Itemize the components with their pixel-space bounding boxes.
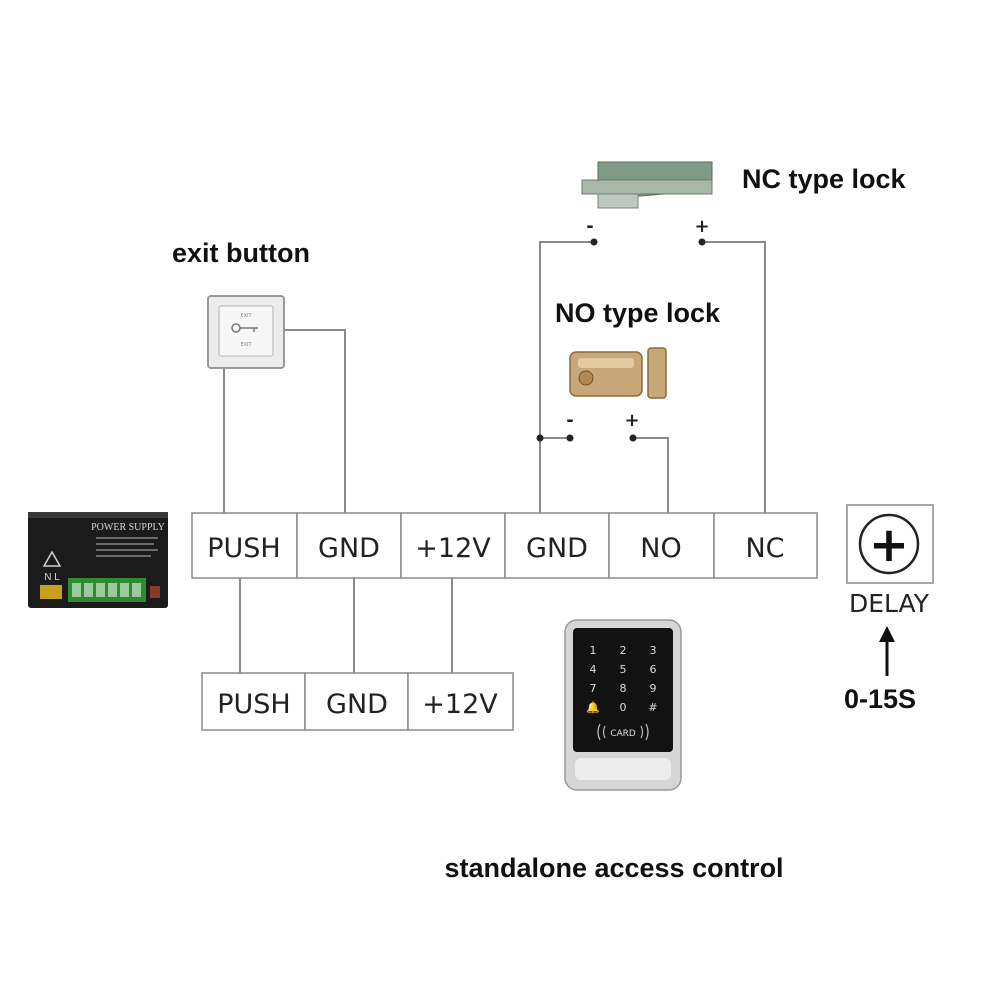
top-terminal-label: +12V xyxy=(415,533,491,564)
exit-plate-text: EXIT xyxy=(240,313,252,319)
terminal-screw xyxy=(96,583,105,597)
top-terminal-label: NO xyxy=(640,533,681,564)
wire-no-lock-plus xyxy=(633,437,669,513)
keypad-key: # xyxy=(648,701,657,714)
keypad-bottom-shine xyxy=(575,758,671,780)
top-terminal-label: GND xyxy=(526,533,588,564)
arrow-up-icon xyxy=(879,626,895,676)
keypad-key: 3 xyxy=(650,644,657,657)
exit-button-face xyxy=(218,305,274,357)
keypad-key: 1 xyxy=(590,644,597,657)
power-supply-info-line xyxy=(96,537,158,539)
terminal-screw xyxy=(132,583,141,597)
keypad-key: 8 xyxy=(620,682,627,695)
keypad-key: 4 xyxy=(590,663,597,676)
top-terminal-block: PUSH GND +12V GND NO NC xyxy=(191,512,818,579)
nc-lock-plus-sign: + xyxy=(694,216,709,237)
no-lock-cylinder xyxy=(578,370,594,386)
no-lock-plus-sign: + xyxy=(624,410,639,431)
device-label: standalone access control xyxy=(444,853,783,883)
power-supply-brand: POWER SUPPLY xyxy=(91,522,165,533)
keypad-key: 6 xyxy=(650,663,657,676)
nc-lock-bracket xyxy=(597,193,639,209)
power-supply-ln: N L xyxy=(44,572,60,583)
dot-nc-minus xyxy=(590,238,598,246)
delay-label: DELAY xyxy=(849,589,930,618)
no-lock-keeper xyxy=(647,347,667,399)
power-supply: POWER SUPPLY N L xyxy=(28,512,168,608)
key-icon xyxy=(231,323,258,333)
wire-nc-lock-plus xyxy=(702,241,766,513)
bottom-terminal-label: PUSH xyxy=(217,689,291,720)
wire-exit-gnd xyxy=(280,329,346,513)
top-terminal-no xyxy=(608,512,715,579)
power-supply-red-knob xyxy=(150,586,160,598)
top-terminal-label: GND xyxy=(318,533,380,564)
wire-nc-lock-minus xyxy=(539,241,594,513)
bottom-terminal-label: GND xyxy=(326,689,388,720)
delay-knob xyxy=(858,513,920,575)
bottom-terminal-block: PUSH GND +12V xyxy=(201,672,514,731)
keypad-key: 7 xyxy=(590,682,597,695)
exit-plate-text: EXIT xyxy=(240,342,252,348)
power-supply-info-line xyxy=(96,543,154,545)
delay-adjuster: + xyxy=(846,504,934,584)
no-lock-highlight xyxy=(578,358,634,368)
top-terminal-label: PUSH xyxy=(207,533,281,564)
power-supply-info-line xyxy=(96,549,158,551)
dot-nc-plus xyxy=(698,238,706,246)
top-terminal-push xyxy=(191,512,298,579)
keypad-card-label: CARD xyxy=(610,729,636,739)
wires xyxy=(223,238,766,673)
nc-lock-faceplate xyxy=(581,179,713,195)
top-terminal-12v xyxy=(400,512,506,579)
power-supply-top-edge xyxy=(28,512,168,518)
warning-icon xyxy=(42,550,62,567)
no-lock-device xyxy=(569,347,667,399)
keypad-key: 9 xyxy=(650,682,657,695)
terminal-screw xyxy=(120,583,129,597)
dot-no-minus-2 xyxy=(566,434,574,442)
rfid-wave-icon xyxy=(597,723,649,741)
nc-lock-device xyxy=(581,161,713,209)
bottom-terminal-label: +12V xyxy=(422,689,498,720)
keypad-key: 🔔 xyxy=(586,701,600,714)
keypad-screen xyxy=(573,628,673,752)
keypad-key: 5 xyxy=(620,663,627,676)
dot-no-minus-1 xyxy=(536,434,544,442)
top-terminal-nc xyxy=(713,512,818,579)
exit-button-device: EXIT EXIT xyxy=(207,295,285,369)
top-terminal-label: NC xyxy=(745,533,784,564)
nc-lock-label: NC type lock xyxy=(742,164,907,194)
terminal-screw xyxy=(84,583,93,597)
nc-lock-minus-sign: - xyxy=(586,216,593,237)
exit-button-label: exit button xyxy=(172,238,310,268)
power-supply-info-line xyxy=(96,555,151,557)
power-supply-yellow-tab xyxy=(40,585,62,599)
keypad-key: 2 xyxy=(620,644,627,657)
access-control-keypad: 1 2 3 4 5 6 7 8 9 🔔 0 # CARD xyxy=(564,619,682,791)
delay-time-label: 0-15S xyxy=(844,684,916,714)
top-terminal-gnd xyxy=(296,512,402,579)
no-lock-minus-sign: - xyxy=(566,410,573,431)
terminal-screw xyxy=(108,583,117,597)
terminal-screw xyxy=(72,583,81,597)
dot-no-plus xyxy=(629,434,637,442)
top-terminal-gnd-2 xyxy=(504,512,610,579)
keypad-key: 0 xyxy=(620,701,627,714)
bottom-terminal-12v xyxy=(407,672,514,731)
no-lock-label: NO type lock xyxy=(555,298,721,328)
delay-plus-icon: + xyxy=(869,517,909,573)
bottom-terminal-gnd xyxy=(304,672,409,731)
